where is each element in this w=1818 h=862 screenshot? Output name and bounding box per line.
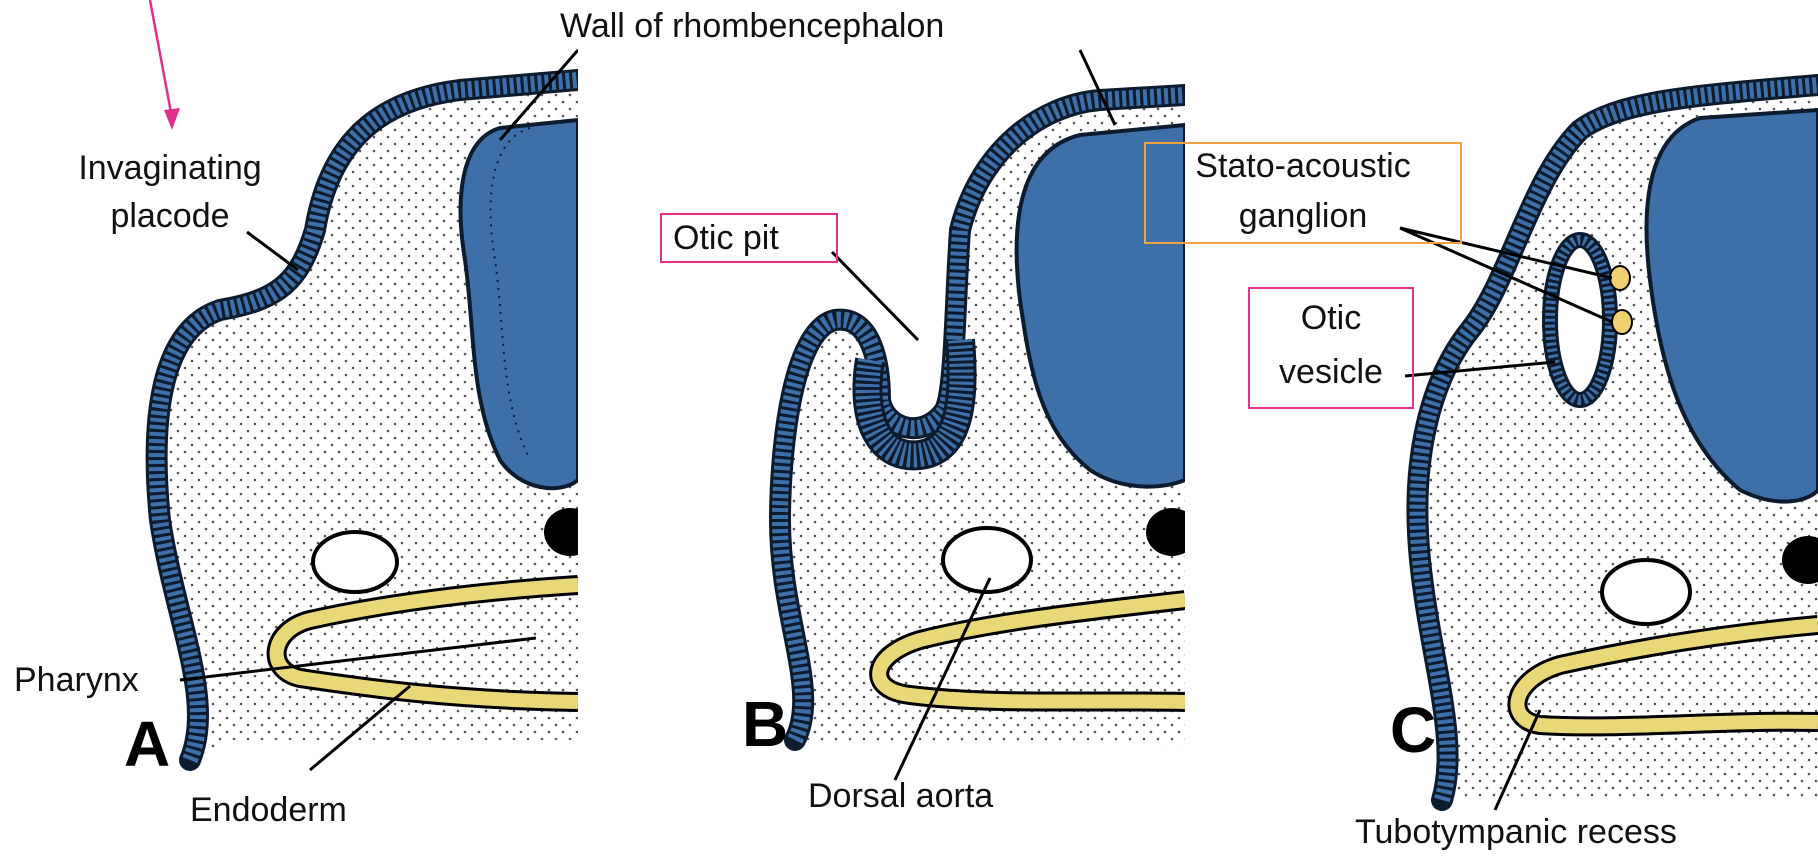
label-dorsal-aorta: Dorsal aorta xyxy=(808,776,993,816)
panel-a-notochord xyxy=(544,508,596,556)
label-stato-acoustic-line1: Stato-acoustic xyxy=(1144,146,1462,186)
panel-b xyxy=(780,50,1198,780)
label-otic-vesicle-line2: vesicle xyxy=(1248,352,1414,392)
leader-invaginating xyxy=(247,232,298,270)
pointer-arrow-shaft xyxy=(150,0,172,118)
panel-c-ganglion-upper xyxy=(1610,266,1630,290)
panel-letter-b: B xyxy=(742,692,788,756)
panel-a-dorsal-aorta xyxy=(313,532,397,592)
panel-c xyxy=(1400,85,1818,810)
panel-c-dorsal-aorta xyxy=(1602,560,1690,624)
pointer-arrow-head xyxy=(164,108,180,130)
panel-letter-a: A xyxy=(124,712,170,776)
label-otic-pit: Otic pit xyxy=(673,218,779,258)
label-pharynx: Pharynx xyxy=(14,660,139,700)
label-wall-of-rhombencephalon: Wall of rhombencephalon xyxy=(560,6,944,46)
label-invaginating-placode-line2: placode xyxy=(40,196,300,236)
panel-c-ganglion-lower xyxy=(1612,310,1632,334)
label-tubotympanic-recess: Tubotympanic recess xyxy=(1355,812,1677,852)
label-stato-acoustic-line2: ganglion xyxy=(1144,196,1462,236)
label-endoderm: Endoderm xyxy=(190,790,347,830)
label-otic-vesicle-line1: Otic xyxy=(1248,298,1414,338)
panel-b-notochord xyxy=(1146,508,1198,556)
label-invaginating-placode-line1: Invaginating xyxy=(40,148,300,188)
panel-letter-c: C xyxy=(1390,698,1436,762)
